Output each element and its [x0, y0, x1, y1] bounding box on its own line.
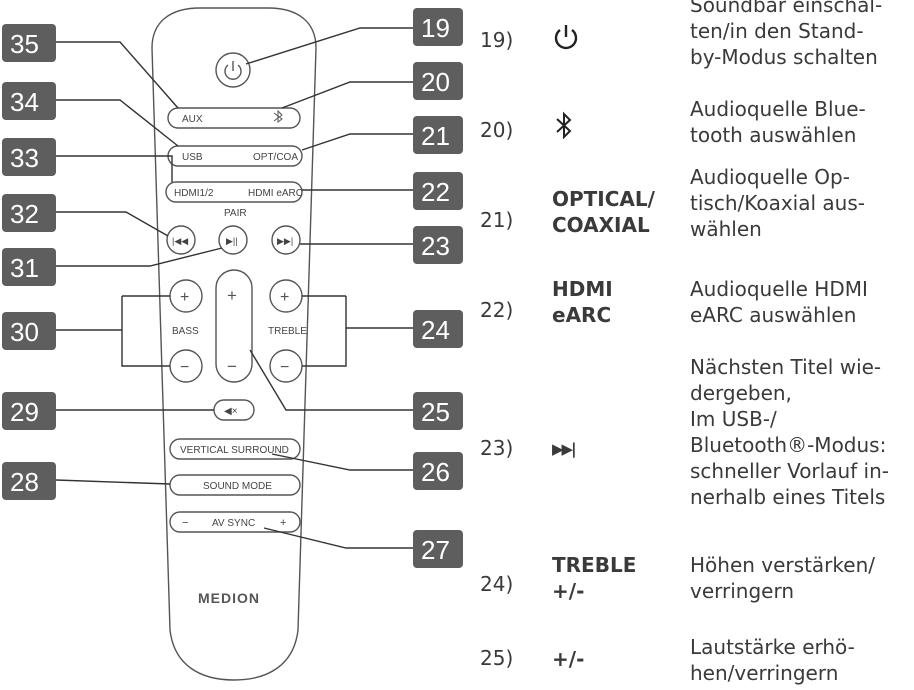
callout-31: 31 — [2, 248, 56, 286]
row-symbol: OPTICAL/ COAXIAL — [552, 187, 655, 237]
pair-label: PAIR — [224, 208, 247, 219]
callout-23: 23 — [413, 226, 463, 264]
svg-text:32: 32 — [10, 199, 39, 229]
power-symbol-icon — [554, 25, 578, 50]
prev-icon: |◀◀ — [172, 236, 188, 246]
volume-minus-icon: − — [227, 357, 237, 376]
svg-text:29: 29 — [10, 397, 39, 427]
row-number: 25) — [480, 646, 514, 670]
row-symbol: +/- — [552, 647, 585, 671]
callout-28: 28 — [2, 462, 56, 500]
row-number: 19) — [480, 28, 514, 52]
usb-button[interactable]: USB — [182, 152, 203, 163]
mute-icon: ◀× — [224, 406, 238, 417]
callout-22: 22 — [413, 172, 463, 210]
svg-text:33: 33 — [10, 143, 39, 173]
row-description: Audioquelle Blue- tooth auswählen — [690, 97, 866, 147]
svg-text:19: 19 — [421, 13, 450, 43]
row-description: Soundbar einschal- ten/in den Stand- by-… — [690, 0, 883, 69]
bass-minus-icon: − — [180, 359, 189, 376]
bass-label: BASS — [172, 326, 199, 337]
play-pause-button[interactable] — [218, 225, 248, 255]
vertical-surround-label: VERTICAL SURROUND — [180, 445, 289, 456]
callout-30: 30 — [2, 312, 56, 350]
row-number: 21) — [480, 208, 514, 232]
svg-text:20: 20 — [421, 67, 450, 97]
remote-body — [151, 7, 317, 681]
bluetooth-symbol-icon — [556, 111, 572, 140]
av-sync-label: AV SYNC — [212, 518, 255, 529]
av-sync-plus-icon: + — [280, 517, 286, 529]
brand-logo: MEDION — [198, 590, 260, 606]
sound-mode-button[interactable] — [169, 474, 301, 496]
row-number: 22) — [480, 298, 514, 322]
row-symbol: TREBLE +/- — [552, 553, 637, 603]
callout-20: 20 — [413, 62, 463, 100]
svg-text:25: 25 — [421, 397, 450, 427]
sound-mode-label: SOUND MODE — [203, 481, 272, 492]
hdmi-row — [165, 181, 303, 203]
bluetooth-button-icon[interactable] — [273, 109, 283, 123]
callout-34: 34 — [2, 82, 56, 120]
av-sync-button[interactable] — [169, 511, 301, 533]
svg-text:35: 35 — [10, 29, 39, 59]
next-icon: ▶▶| — [277, 236, 293, 246]
row-description: Höhen verstärken/ verringern — [690, 553, 875, 603]
callout-24: 24 — [413, 310, 463, 348]
row-number: 20) — [480, 118, 514, 142]
next-symbol-icon: ▶▶| — [552, 440, 577, 458]
callout-29: 29 — [2, 392, 56, 430]
svg-text:31: 31 — [10, 253, 39, 283]
volume-plus-icon: + — [227, 286, 237, 305]
volume-rocker[interactable] — [215, 269, 253, 383]
svg-text:30: 30 — [10, 317, 39, 347]
treble-minus-icon: − — [280, 359, 289, 376]
svg-text:26: 26 — [421, 457, 450, 487]
callout-32: 32 — [2, 194, 56, 232]
opt-coa-button[interactable]: OPT/COA — [253, 152, 298, 163]
row-number: 24) — [480, 572, 514, 596]
hdmi12-button[interactable]: HDMI1/2 — [174, 188, 214, 199]
play-pause-icon: ▶|| — [226, 236, 238, 246]
svg-text:24: 24 — [421, 315, 450, 345]
next-button[interactable] — [271, 225, 301, 255]
bass-plus-icon: + — [180, 289, 189, 306]
treble-label: TREBLE — [268, 326, 307, 337]
aux-bt-row — [167, 107, 301, 129]
row-description: Nächsten Titel wie- dergeben, Im USB-/ B… — [690, 355, 889, 509]
hdmi-earc-button[interactable]: HDMI eARC — [248, 188, 303, 199]
callout-27: 27 — [413, 530, 463, 568]
svg-text:27: 27 — [421, 535, 450, 565]
leader-lines — [55, 27, 413, 549]
callout-26: 26 — [413, 452, 463, 490]
callout-21: 21 — [413, 116, 463, 154]
callout-25: 25 — [413, 392, 463, 430]
aux-button[interactable]: AUX — [182, 114, 203, 125]
svg-text:23: 23 — [421, 231, 450, 261]
av-sync-minus-icon: − — [182, 517, 188, 529]
row-description: Audioquelle HDMI eARC auswählen — [690, 277, 868, 327]
row-symbol: HDMI eARC — [552, 277, 613, 327]
row-description: Lautstärke erhö- hen/verringern — [690, 635, 855, 685]
treble-plus-icon: + — [280, 289, 289, 306]
row-number: 23) — [480, 436, 514, 460]
vertical-surround-button[interactable] — [169, 438, 301, 460]
row-description: Audioquelle Op- tisch/Koaxial aus- wähle… — [690, 165, 865, 241]
power-icon — [224, 61, 242, 80]
svg-text:28: 28 — [10, 467, 39, 497]
callout-33: 33 — [2, 138, 56, 176]
callout-19: 19 — [413, 8, 463, 46]
svg-text:21: 21 — [421, 121, 450, 151]
callout-35: 35 — [2, 24, 56, 62]
svg-text:34: 34 — [10, 87, 39, 117]
prev-button[interactable] — [166, 225, 196, 255]
svg-text:22: 22 — [421, 177, 450, 207]
